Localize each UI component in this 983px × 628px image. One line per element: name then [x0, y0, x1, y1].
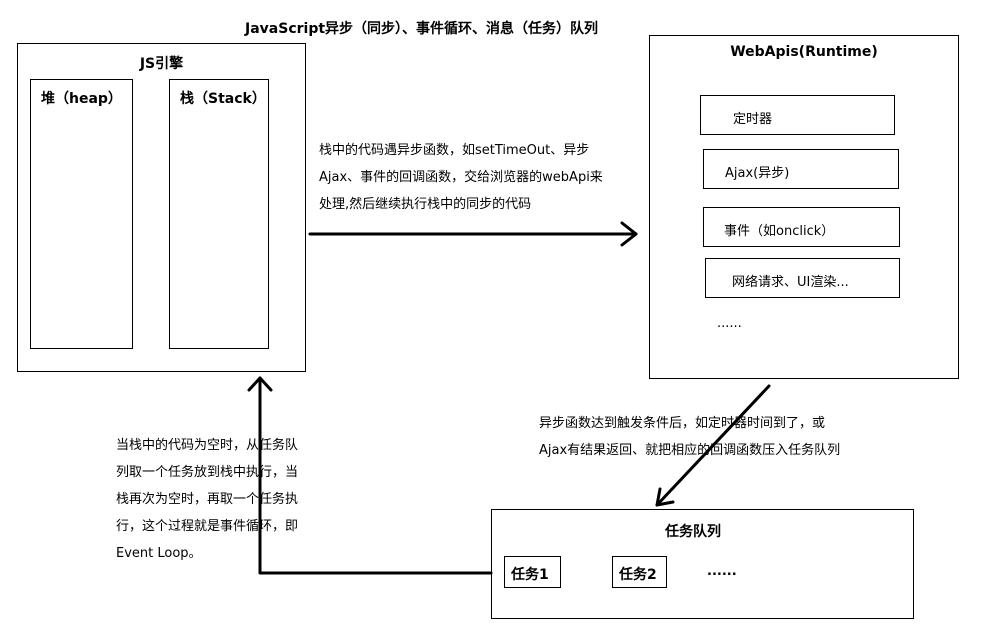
webapis-label: WebApis(Runtime): [730, 44, 878, 60]
task-queue-box: 任务队列 任务1 任务2 ......: [491, 509, 914, 619]
webapi-item-label: 定时器: [733, 112, 773, 127]
task-item-label: 任务1: [511, 567, 549, 583]
diagram-title: JavaScript异步（同步）、事件循环、消息（任务）队列: [245, 21, 599, 37]
js-engine-box: JS引擎 堆（heap） 栈（Stack）: [17, 43, 306, 372]
webapi-item-timer: 定时器: [700, 95, 895, 135]
annotation-line: 处理,然后继续执行栈中的同步的代码: [319, 197, 532, 212]
heap-label: 堆（heap）: [41, 91, 122, 107]
annotation-line: Ajax有结果返回、就把相应的回调函数压入任务队列: [539, 443, 841, 458]
webapi-item-network: 网络请求、UI渲染...: [705, 258, 900, 298]
webapi-item-event: 事件（如onclick）: [703, 207, 900, 247]
annotation-queue-to-stack: 当栈中的代码为空时，从任务队 列取一个任务放到栈中执行，当 栈再次为空时，再取一…: [116, 432, 298, 567]
annotation-stack-to-webapi: 栈中的代码遇异步函数，如setTimeOut、异步 Ajax、事件的回调函数，交…: [319, 137, 603, 218]
heap-box: 堆（heap）: [30, 79, 133, 349]
webapi-item-label: 事件（如onclick）: [724, 224, 835, 239]
arrow-queue-to-stack: [247, 376, 493, 575]
task-queue-label: 任务队列: [665, 524, 721, 540]
annotation-line: Event Loop。: [116, 546, 202, 561]
annotation-line: 当栈中的代码为空时，从任务队: [116, 438, 299, 453]
annotation-line: Ajax、事件的回调函数，交给浏览器的webApi来: [319, 170, 603, 185]
task-item-2: 任务2: [612, 556, 667, 588]
annotation-webapi-to-queue: 异步函数达到触发条件后，如定时器时间到了，或 Ajax有结果返回、就把相应的回调…: [539, 410, 840, 464]
task-queue-ellipsis: ......: [707, 564, 737, 579]
webapi-item-ajax: Ajax(异步): [703, 149, 899, 189]
task-item-1: 任务1: [504, 556, 561, 588]
annotation-line: 列取一个任务放到栈中执行，当: [116, 465, 299, 480]
webapi-ellipsis: ......: [717, 316, 742, 331]
annotation-line: 栈再次为空时，再取一个任务执: [116, 492, 299, 507]
annotation-line: 行，这个过程就是事件循环，即: [116, 519, 299, 534]
webapis-box: WebApis(Runtime) 定时器 Ajax(异步) 事件（如onclic…: [649, 35, 959, 379]
task-item-label: 任务2: [619, 567, 657, 583]
arrow-stack-to-webapi: [308, 221, 638, 247]
stack-box: 栈（Stack）: [169, 79, 269, 349]
js-engine-label: JS引擎: [139, 56, 184, 72]
annotation-line: 异步函数达到触发条件后，如定时器时间到了，或: [539, 416, 826, 431]
annotation-line: 栈中的代码遇异步函数，如setTimeOut、异步: [319, 143, 590, 158]
webapi-item-label: 网络请求、UI渲染...: [732, 275, 849, 290]
webapi-item-label: Ajax(异步): [725, 166, 790, 181]
stack-label: 栈（Stack）: [180, 91, 266, 107]
arrow-webapi-to-queue: [655, 384, 771, 507]
